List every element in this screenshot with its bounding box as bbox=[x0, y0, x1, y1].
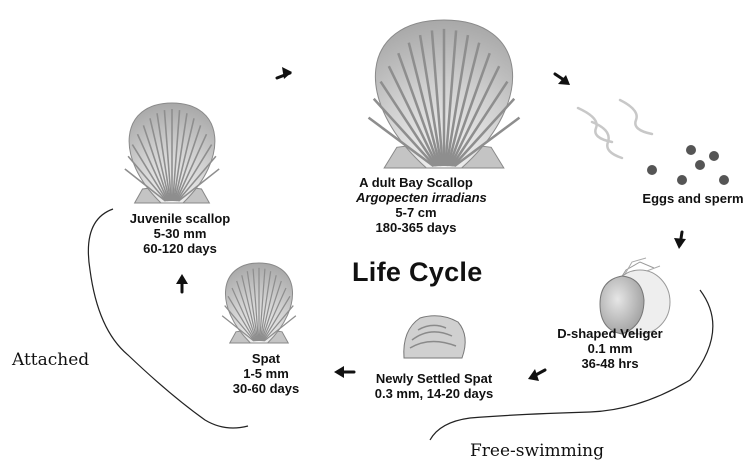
arrow-adult-to-eggs-icon bbox=[555, 74, 570, 85]
life-cycle-title: Life Cycle bbox=[352, 257, 483, 288]
adult-scallop-label: A dult Bay Scallop Argopecten irradians … bbox=[356, 175, 476, 235]
eggs-and-sperm-label: Eggs and sperm bbox=[638, 191, 748, 206]
juvenile-scallop-label: Juvenile scallop 5-30 mm 60-120 days bbox=[115, 211, 245, 256]
arrow-spat-to-juvenile-icon bbox=[176, 274, 188, 292]
arrow-juvenile-to-adult-icon bbox=[277, 67, 292, 79]
free-swimming-phase-label: Free-swimming bbox=[470, 441, 604, 461]
adult-scallop-shell-icon bbox=[369, 20, 520, 168]
newly-settled-spat-label: Newly Settled Spat 0.3 mm, 14-20 days bbox=[354, 371, 514, 401]
arrow-settled-to-spat-icon bbox=[334, 366, 354, 378]
eggs-icon bbox=[647, 145, 729, 185]
spat-label: Spat 1-5 mm 30-60 days bbox=[216, 351, 316, 396]
d-shaped-veliger-icon bbox=[600, 258, 670, 334]
juvenile-scallop-shell-icon bbox=[125, 103, 219, 203]
spat-shell-icon bbox=[222, 263, 296, 343]
d-shaped-veliger-label: D-shaped Veliger 0.1 mm 36-48 hrs bbox=[540, 326, 680, 371]
arrow-eggs-to-veliger-icon bbox=[674, 232, 686, 249]
newly-settled-spat-icon bbox=[404, 316, 465, 358]
sperm-icon bbox=[578, 100, 652, 158]
attached-phase-label: Attached bbox=[12, 350, 89, 370]
